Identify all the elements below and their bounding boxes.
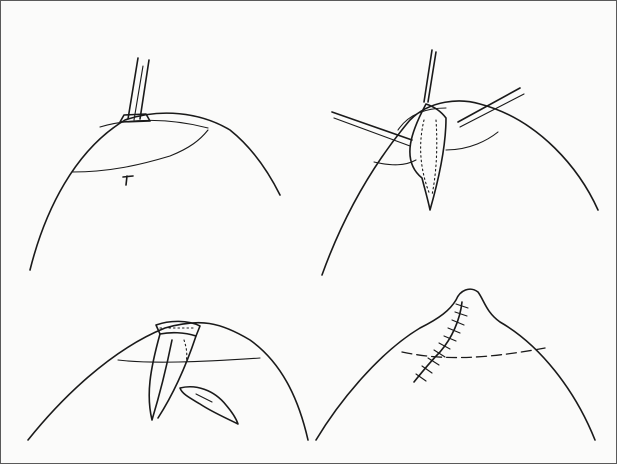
- panel-top-left: [30, 58, 280, 270]
- retractor-left-b: [334, 118, 410, 146]
- incision-edge-right: [446, 132, 498, 150]
- flap-left: [149, 334, 172, 420]
- incision-curve: [72, 130, 208, 172]
- panel-top-right: [322, 50, 598, 275]
- panel-bottom-right: [316, 289, 595, 440]
- crown-edge: [100, 120, 208, 128]
- tool-shaft-a: [128, 58, 138, 119]
- retractor-right-b: [460, 94, 524, 127]
- incision-curve: [118, 358, 260, 362]
- excised-tissue: [180, 387, 238, 424]
- dome-outline: [28, 323, 308, 440]
- flap-outline: [410, 104, 446, 210]
- dome-outline: [30, 113, 280, 270]
- excised-tissue-inner: [196, 394, 212, 402]
- small-marker: [123, 176, 133, 185]
- retractor-right-a: [458, 88, 520, 122]
- retractor-left-a: [332, 112, 412, 140]
- flap-inner-dotted: [421, 120, 430, 195]
- suture-line: [414, 302, 462, 382]
- retractor-top-b: [428, 52, 436, 102]
- incision-dashed: [402, 348, 545, 358]
- flap-dotted: [182, 340, 187, 372]
- tool-shaft-b: [140, 60, 149, 119]
- retractor-top-a: [424, 50, 432, 102]
- panel-bottom-left: [28, 321, 308, 440]
